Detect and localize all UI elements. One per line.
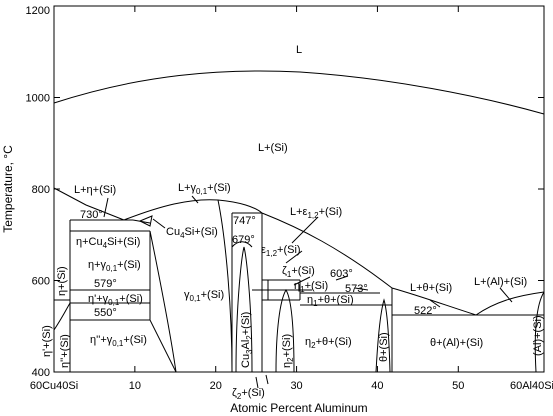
label-eta2-gamma-Si: η''+γ0,1+(Si)	[90, 334, 147, 348]
gamma-dome	[123, 199, 263, 221]
theta-liquidus	[391, 287, 477, 316]
label-theta-Al-Si: θ+(Al)+(Si)	[430, 337, 483, 349]
x-tick-label: 30	[290, 380, 302, 392]
label-eta1b-Si: η1+(Si)	[294, 280, 328, 294]
y-tick-label: 800	[32, 184, 50, 196]
label-L-Al-Si: L+(Al)+(Si)	[474, 276, 527, 288]
label-eta-Cu4Si-Si: η+Cu4Si+(Si)	[76, 236, 140, 250]
liquid-boundary-left	[53, 187, 125, 221]
x-tick-label: 40	[371, 380, 383, 392]
y-tick-label: 1200	[26, 5, 50, 17]
label-L: L	[296, 44, 302, 56]
mark-550: 550°	[94, 307, 117, 319]
mark-730: 730°	[80, 209, 103, 221]
y-tick-label: 1000	[26, 93, 50, 105]
x-tick-label: 10	[129, 380, 141, 392]
label-eta2b-Si: η2+(Si)	[281, 334, 295, 368]
y-tick-label: 400	[32, 367, 50, 379]
label-L-eps-Si: L+ε1,2+(Si)	[290, 206, 342, 220]
mark-603: 603°	[330, 268, 353, 280]
label-Cu3Al2-Si: Cu3Al2+(Si)	[240, 312, 254, 368]
x-tick-label: 50	[452, 380, 464, 392]
label-eta1-Si: η'+(Si)	[41, 325, 53, 357]
axis-ticks: 10 20 30 40 50 400 600 800 1000 1200	[26, 5, 544, 392]
label-L-gamma-Si: L+γ0,1+(Si)	[178, 182, 231, 196]
mark-573: 573°	[345, 283, 368, 295]
plot-frame	[53, 5, 545, 373]
label-gamma-Si: γ0,1+(Si)	[184, 289, 224, 303]
cu4si-triangle	[138, 215, 153, 227]
label-eta-Si: η+(Si)	[56, 266, 68, 296]
label-eta2-Si: η''+(Si)	[59, 334, 71, 368]
text-labels: L L+(Si) L+η+(Si) L+γ0,1+(Si) L+ε1,2+(Si…	[41, 44, 544, 401]
y-axis-title: Temperature, °C	[1, 145, 15, 233]
label-L-Si: L+(Si)	[258, 142, 288, 154]
right-endpoint-label: 60Al40Si	[510, 380, 553, 392]
al-liquidus	[475, 291, 545, 316]
label-eps-Si: ε1,2+(Si)	[261, 244, 301, 258]
mark-579: 579°	[94, 278, 117, 290]
liquidus-curve	[53, 70, 545, 115]
label-zeta2-Si: ζ2+(Si)	[232, 387, 265, 401]
y-tick-label: 600	[32, 276, 50, 288]
label-Al-Si: (Al)+(Si)	[532, 315, 544, 356]
label-eta1-gamma-Si: η'+γ0,1+(Si)	[88, 293, 143, 307]
label-zeta1-Si: ζ1+(Si)	[282, 265, 315, 279]
label-leaders	[103, 195, 513, 389]
x-tick-label: 20	[210, 380, 222, 392]
phase-boundaries	[53, 70, 545, 373]
mark-747: 747°	[233, 215, 256, 227]
mark-679: 679°	[232, 234, 255, 246]
label-theta-Si: θ+(Si)	[378, 332, 390, 362]
label-eta-gamma-Si: η+γ0,1+(Si)	[88, 259, 141, 273]
temperature-marks: 730° 747° 679° 579° 550° 603° 573° 522°	[80, 209, 437, 319]
x-axis-title: Atomic Percent Aluminum	[230, 401, 367, 415]
label-eta1-theta-Si: η1+θ+(Si)	[307, 294, 354, 308]
mark-522: 522°	[414, 305, 437, 317]
label-L-theta-Si: L+θ+(Si)	[410, 282, 452, 294]
label-eta2-theta-Si: η2+θ+(Si)	[305, 336, 352, 350]
label-Cu4Si-Si: Cu4Si+(Si)	[166, 226, 218, 240]
eps-liquidus	[261, 212, 393, 289]
left-endpoint-label: 60Cu40Si	[30, 380, 78, 392]
label-L-eta-Si: L+η+(Si)	[74, 184, 116, 196]
